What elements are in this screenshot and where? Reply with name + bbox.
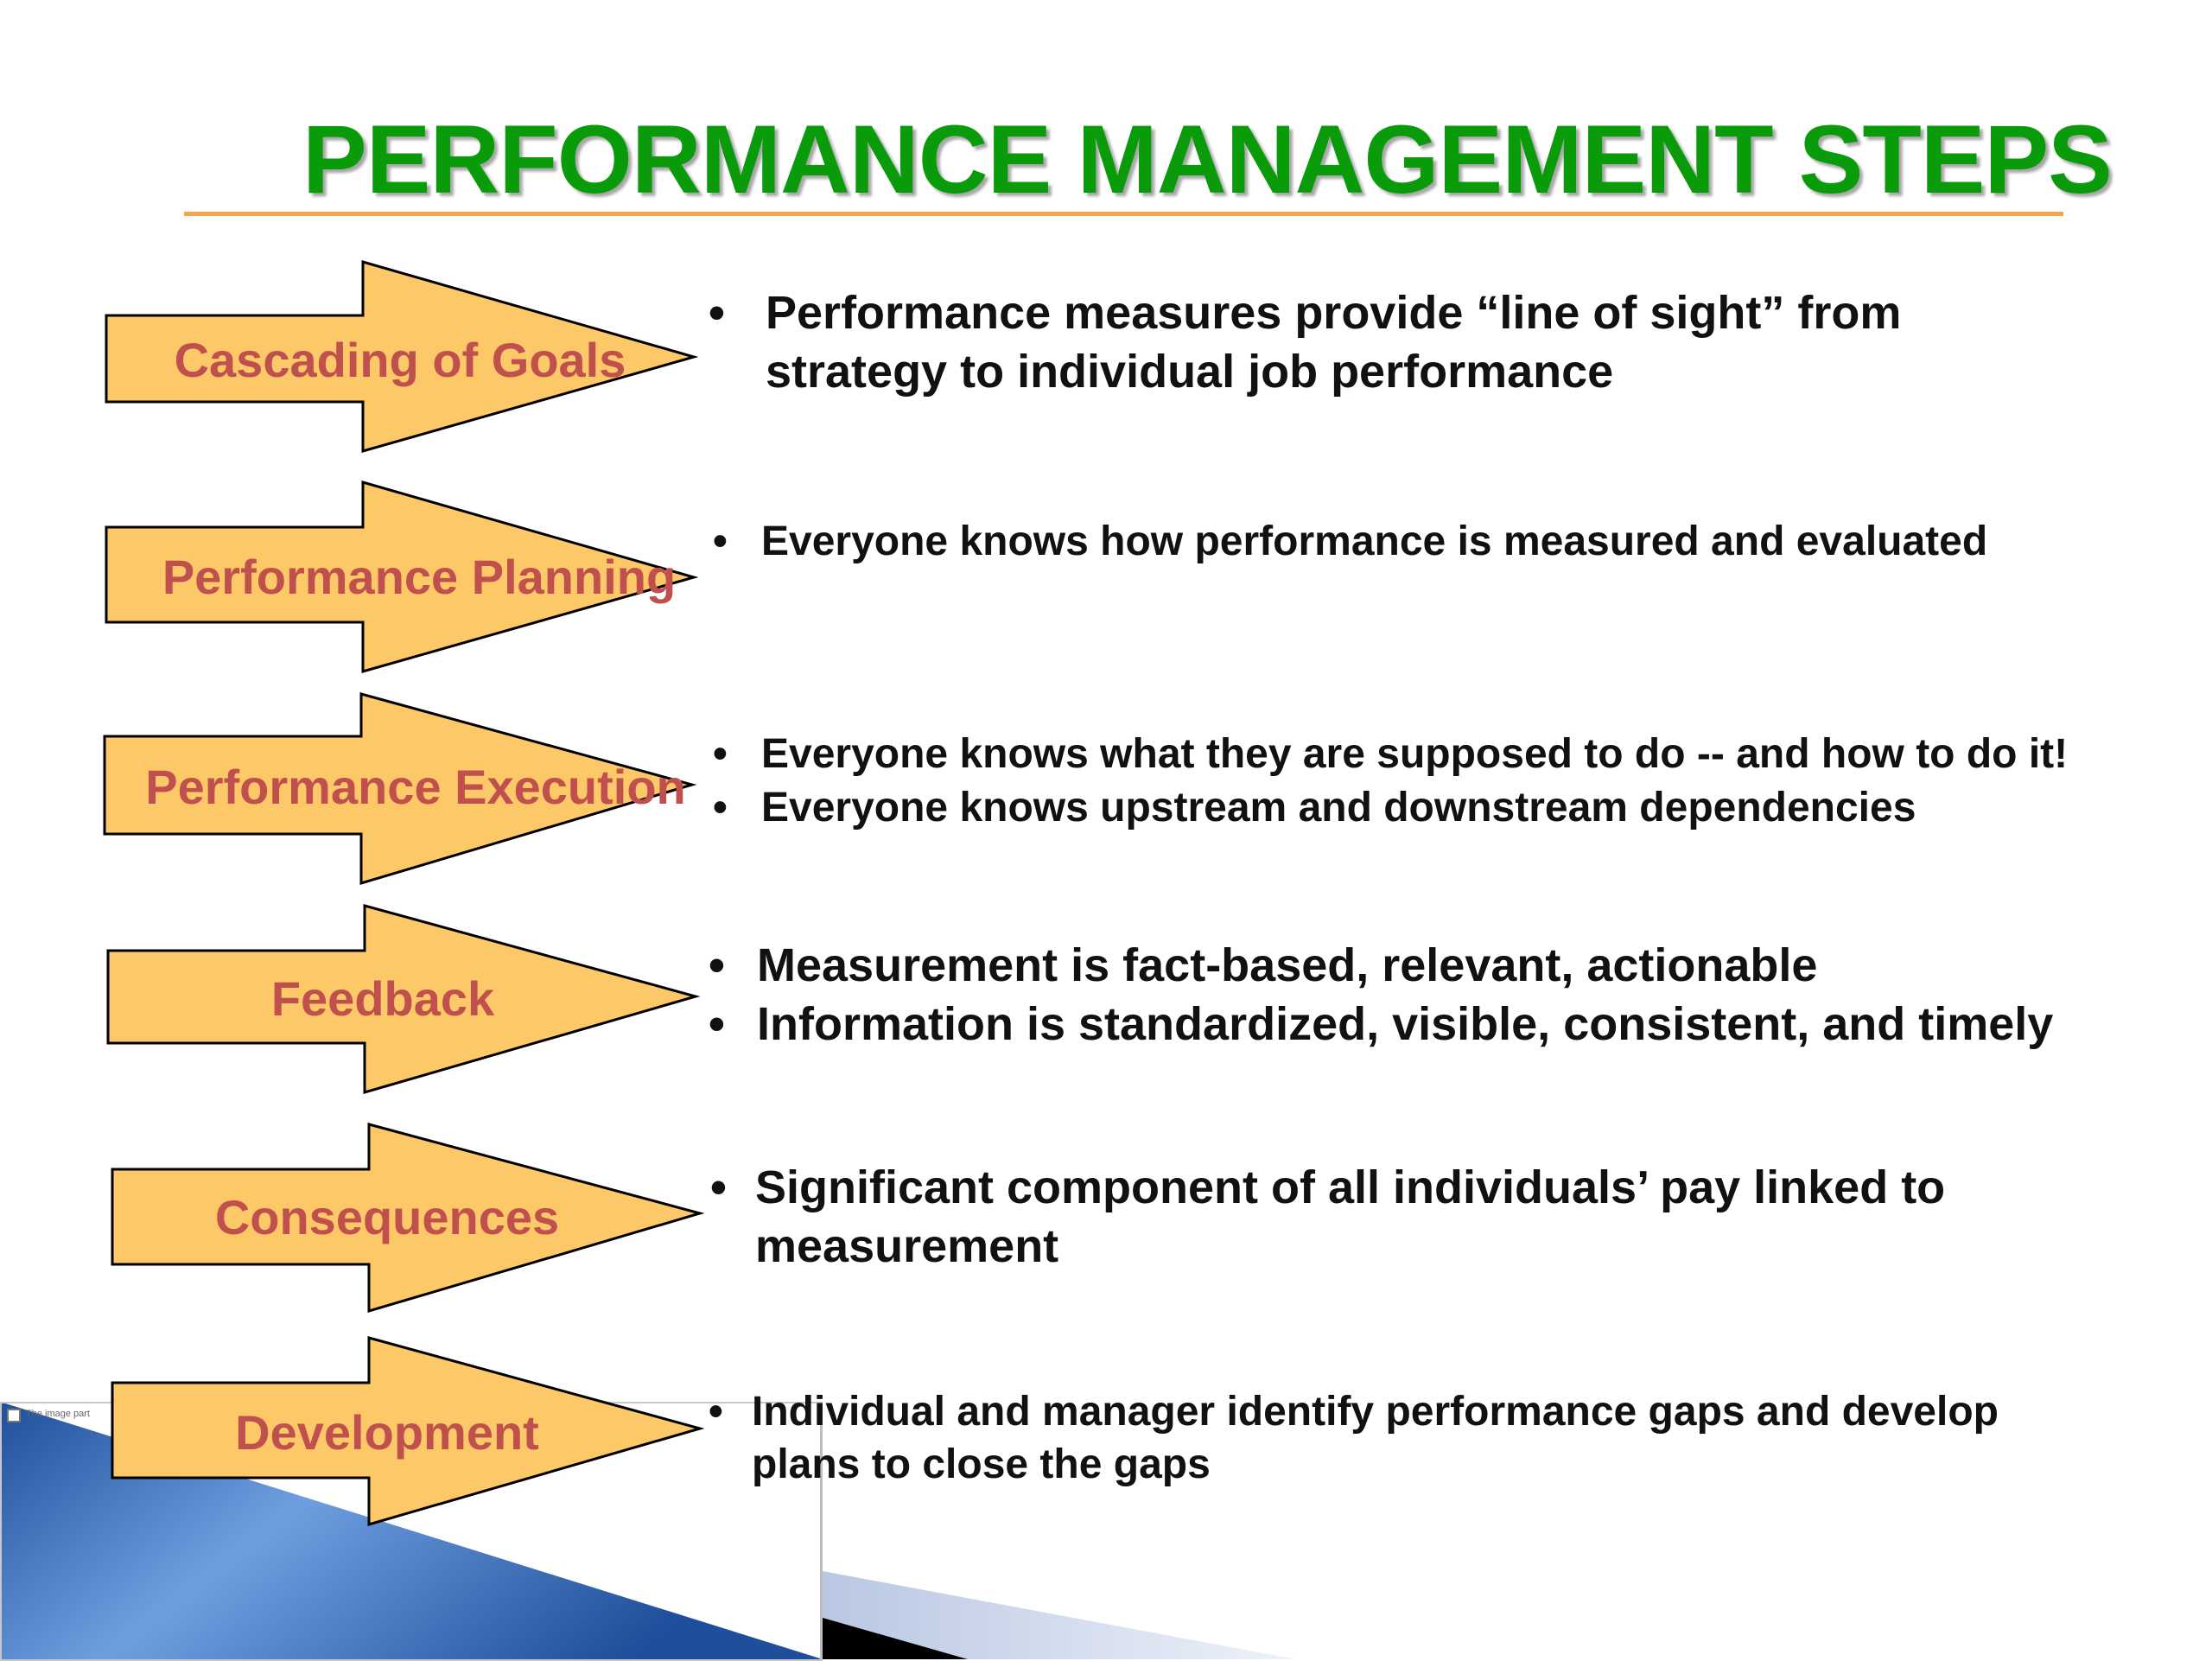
image-placeholder-text: The image part xyxy=(26,1409,90,1419)
step-arrow-cascading-of-goals: Cascading of Goals xyxy=(104,259,699,454)
step-bullets-development: • Individual and manager identify perfor… xyxy=(709,1385,2056,1491)
step-label: Development xyxy=(235,1405,539,1460)
arrow-shape xyxy=(105,480,699,673)
bullet-item: • Significant component of all individua… xyxy=(710,1158,2006,1276)
bullet-text: Performance measures provide “line of si… xyxy=(766,287,1902,398)
bullet-dot: • xyxy=(713,519,728,564)
broken-image-icon xyxy=(7,1409,21,1422)
bullet-text: Individual and manager identify performa… xyxy=(752,1389,1999,1487)
step-bullets-performance-planning: • Everyone knows how performance is meas… xyxy=(713,516,2182,568)
bullet-dot: • xyxy=(709,1389,723,1435)
bullet-text: Everyone knows what they are supposed to… xyxy=(761,731,2069,777)
bullet-item: • Individual and manager identify perfor… xyxy=(709,1385,2056,1491)
bullet-dot: • xyxy=(709,287,725,339)
bullet-text: Everyone knows upstream and downstream d… xyxy=(761,785,1916,830)
arrow-shape xyxy=(111,1336,705,1526)
bullet-dot: • xyxy=(713,785,728,830)
bullet-text: Everyone knows how performance is measur… xyxy=(761,519,1988,564)
bullet-dot: • xyxy=(710,1161,727,1213)
step-label: Performance Planning xyxy=(162,550,677,604)
bullet-dot: • xyxy=(713,731,728,777)
bullet-text: Information is standardized, visible, co… xyxy=(757,998,2054,1050)
arrow-shape xyxy=(106,904,701,1094)
bullet-item: • Everyone knows how performance is meas… xyxy=(713,516,2182,568)
bullet-item: • Measurement is fact-based, relevant, a… xyxy=(709,936,2195,995)
step-arrow-performance-planning: Performance Planning xyxy=(104,480,699,674)
bullet-text: Measurement is fact-based, relevant, act… xyxy=(757,939,1818,991)
bullet-dot: • xyxy=(709,998,725,1050)
step-arrow-consequences: Consequences xyxy=(110,1122,705,1316)
bullet-item: • Everyone knows upstream and downstream… xyxy=(713,781,2199,835)
title-underline xyxy=(184,212,2063,216)
step-bullets-feedback: • Measurement is fact-based, relevant, a… xyxy=(709,936,2195,1053)
arrow-shape xyxy=(103,692,697,886)
bullet-dot: • xyxy=(709,939,725,991)
arrow-shape xyxy=(105,260,699,453)
bullet-item: • Everyone knows what they are supposed … xyxy=(713,728,2199,781)
step-arrow-feedback: Feedback xyxy=(105,903,701,1098)
step-bullets-performance-execution: • Everyone knows what they are supposed … xyxy=(713,728,2199,835)
slide-title: PERFORMANCE MANAGEMENT STEPS xyxy=(302,105,2113,213)
bullet-text: Significant component of all individuals… xyxy=(755,1161,1946,1272)
step-bullets-consequences: • Significant component of all individua… xyxy=(710,1158,2006,1276)
step-label: Feedback xyxy=(270,971,495,1026)
step-bullets-cascading-of-goals: • Performance measures provide “line of … xyxy=(709,283,2005,401)
arrow-shape xyxy=(111,1123,705,1314)
bullet-item: • Information is standardized, visible, … xyxy=(709,995,2195,1053)
step-arrow-performance-execution: Performance Execution xyxy=(102,691,697,886)
step-label: Performance Execution xyxy=(145,760,686,814)
bullet-item: • Performance measures provide “line of … xyxy=(709,283,2005,401)
step-label: Consequences xyxy=(214,1190,560,1244)
step-arrow-development: Development xyxy=(110,1335,705,1530)
step-label: Cascading of Goals xyxy=(174,333,626,387)
